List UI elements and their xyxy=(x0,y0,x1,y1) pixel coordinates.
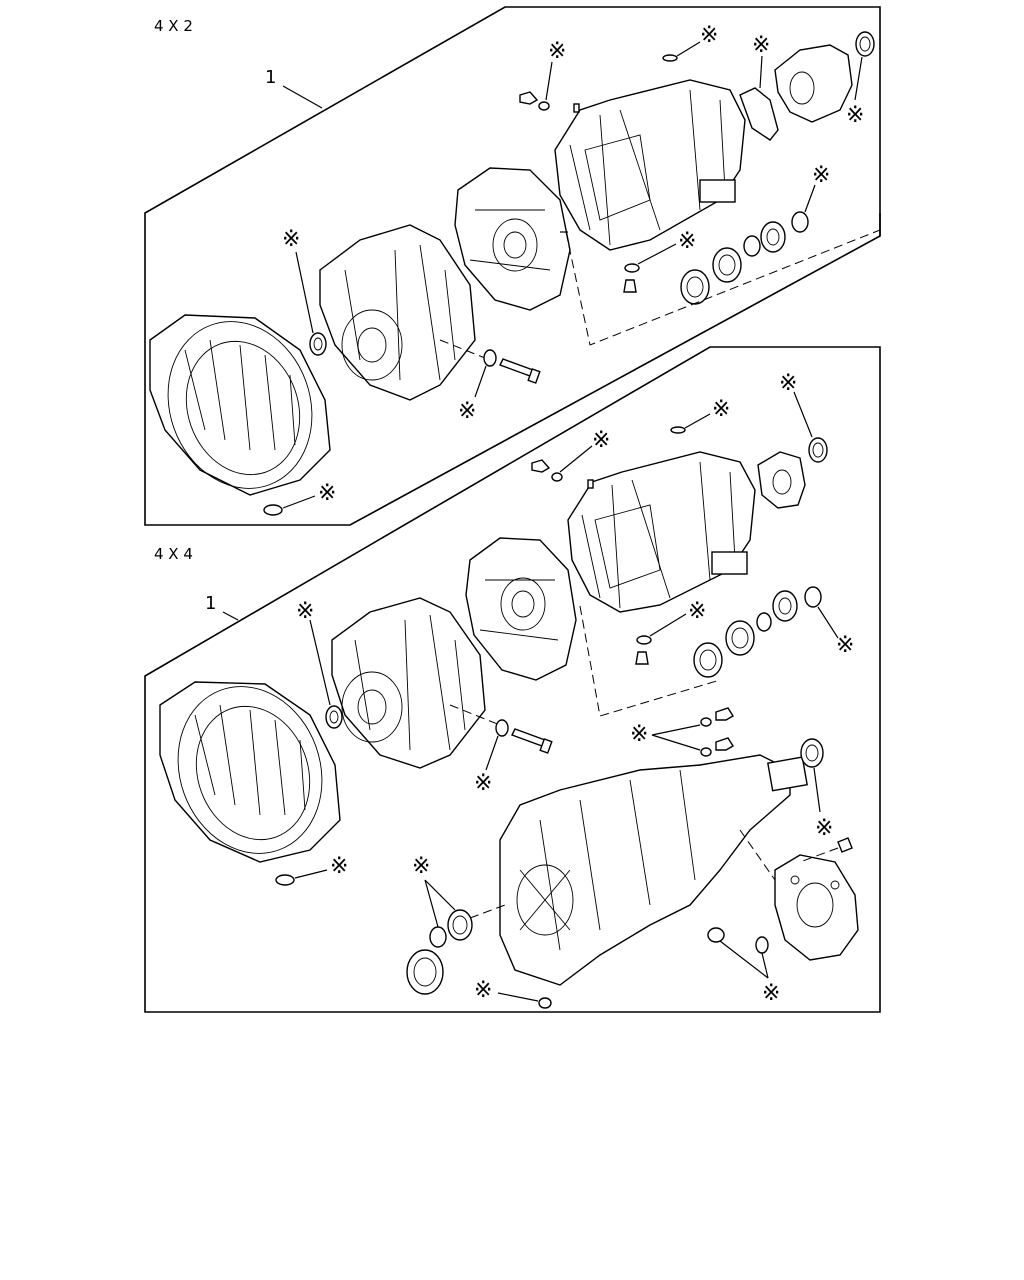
bell-housing-4x2 xyxy=(149,314,331,496)
replacement-marker: ※ xyxy=(700,23,718,48)
oil-seal-icon xyxy=(325,705,343,729)
replacement-marker: ※ xyxy=(688,599,706,624)
front-case-4x2 xyxy=(319,224,476,401)
oil-seal-icon xyxy=(309,332,327,356)
extension-housing-4x2 xyxy=(774,44,853,123)
section-4x2-callout: 1 xyxy=(265,67,276,88)
replacement-marker: ※ xyxy=(282,227,300,252)
o-ring-icon xyxy=(755,936,769,954)
drain-plug-icon xyxy=(623,279,637,293)
oil-seal-icon xyxy=(800,738,824,768)
drain-plug-icon xyxy=(275,874,295,886)
gasket-icon xyxy=(739,87,779,141)
washer-icon xyxy=(700,717,712,727)
bolt-icon xyxy=(837,837,853,853)
oil-seal-icon xyxy=(447,909,473,941)
replacement-marker: ※ xyxy=(458,399,476,424)
callout-leader xyxy=(222,611,239,621)
extension-housing-4x4 xyxy=(757,451,806,509)
replacement-marker: ※ xyxy=(752,33,770,58)
section-4x4-title: 4 X 4 xyxy=(154,545,193,563)
drain-plug-icon xyxy=(635,651,649,665)
o-ring-icon xyxy=(636,635,652,645)
section-4x2-frame xyxy=(144,6,881,526)
case-mount xyxy=(699,179,736,203)
replacement-marker: ※ xyxy=(846,103,864,128)
washer-icon xyxy=(483,349,497,367)
rear-cover xyxy=(774,854,859,961)
drain-plug-icon xyxy=(538,997,552,1009)
replacement-marker: ※ xyxy=(474,978,492,1003)
washer-icon xyxy=(538,101,550,111)
gear-set-4x2 xyxy=(680,221,786,305)
bolt-icon xyxy=(511,728,546,747)
transmission-case-4x4 xyxy=(567,451,756,613)
gear-set-4x4 xyxy=(693,590,798,678)
callout-leader xyxy=(282,85,323,109)
bolt-icon xyxy=(519,91,539,105)
intermediate-plate-4x2 xyxy=(454,167,571,311)
section-4x4-callout: 1 xyxy=(205,593,216,614)
replacement-marker: ※ xyxy=(330,854,348,879)
o-ring-icon xyxy=(429,926,447,948)
oil-seal-icon xyxy=(406,949,444,995)
washer-icon xyxy=(495,719,509,737)
bearing-seal-icon xyxy=(791,211,809,233)
replacement-marker: ※ xyxy=(812,163,830,188)
bearing-seal-icon xyxy=(707,927,725,943)
intermediate-plate-4x4 xyxy=(465,537,577,681)
transmission-case-4x2 xyxy=(554,79,746,251)
replacement-marker: ※ xyxy=(779,371,797,396)
bolt-icon xyxy=(499,358,534,377)
oil-seal-icon xyxy=(808,437,828,463)
replacement-marker: ※ xyxy=(630,722,648,747)
bearing-seal-icon xyxy=(804,586,822,608)
section-4x4: 4 X 4 1 ※ ※ xyxy=(144,346,881,1013)
drain-plug-icon xyxy=(263,504,283,516)
replacement-marker: ※ xyxy=(712,397,730,422)
washer-icon xyxy=(551,472,563,482)
replacement-marker: ※ xyxy=(836,633,854,658)
bolt-icon xyxy=(531,459,551,473)
o-ring-icon xyxy=(624,263,640,273)
o-ring-icon xyxy=(670,426,686,434)
washer-icon xyxy=(700,747,712,757)
section-4x4-frame xyxy=(144,346,881,1013)
replacement-marker: ※ xyxy=(815,816,833,841)
replacement-marker: ※ xyxy=(318,481,336,506)
replacement-marker: ※ xyxy=(474,771,492,796)
section-4x2-title: 4 X 2 xyxy=(154,17,193,35)
section-4x2: 4 X 2 1 ※ ※ xyxy=(144,6,881,526)
replacement-marker: ※ xyxy=(412,854,430,879)
bolt-icon xyxy=(715,737,734,751)
replacement-marker: ※ xyxy=(296,599,314,624)
replacement-marker: ※ xyxy=(678,229,696,254)
o-ring-icon xyxy=(662,54,678,62)
replacement-marker: ※ xyxy=(592,428,610,453)
front-case-4x4 xyxy=(331,597,486,769)
replacement-marker: ※ xyxy=(548,39,566,64)
oil-seal-icon xyxy=(855,31,875,57)
transfer-case xyxy=(499,754,808,986)
bolt-icon xyxy=(715,707,734,721)
bell-housing-4x4 xyxy=(159,681,341,863)
replacement-marker: ※ xyxy=(762,981,780,1006)
